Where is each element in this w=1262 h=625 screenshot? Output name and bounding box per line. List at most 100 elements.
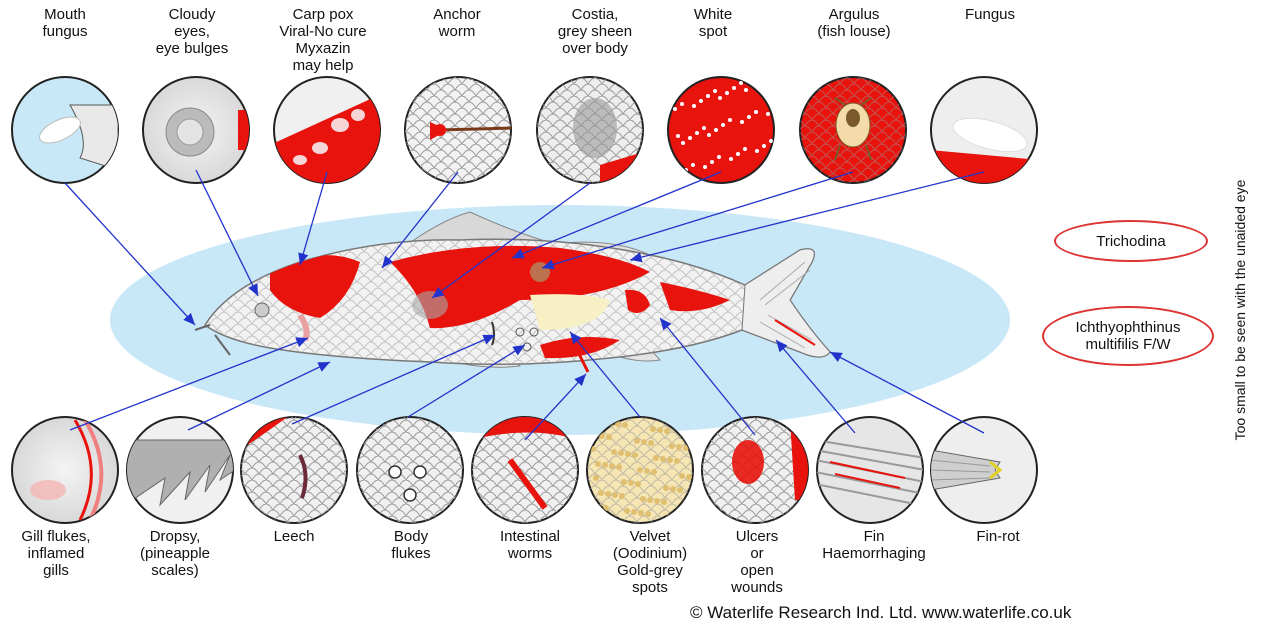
white-spot-dot xyxy=(699,99,703,103)
white-spot-dot xyxy=(718,96,722,100)
trichodina-label: Trichodina xyxy=(1054,220,1208,262)
velvet-dot xyxy=(674,458,680,464)
side-note: Too small to be seen with the unaided ey… xyxy=(1230,160,1250,460)
circle-cloudy-eyes xyxy=(143,77,258,183)
white-spot-dot xyxy=(714,128,718,132)
velvet-dot xyxy=(621,479,627,485)
circle-dropsy xyxy=(125,417,235,523)
velvet-dot xyxy=(680,516,686,522)
white-spot-dot xyxy=(747,115,751,119)
white-spot-dot xyxy=(769,139,773,143)
white-spot-dot xyxy=(729,157,733,161)
velvet-dot xyxy=(679,473,685,479)
white-spot-dot xyxy=(691,163,695,167)
white-spot-dot xyxy=(681,141,685,145)
circle-body-flukes xyxy=(355,415,465,525)
velvet-dot xyxy=(660,456,666,462)
white-spot-dot xyxy=(721,123,725,127)
velvet-dot xyxy=(595,461,601,467)
velvet-dot xyxy=(634,438,640,444)
white-spot-dot xyxy=(706,94,710,98)
white-spot-dot xyxy=(673,107,677,111)
white-spot-dot xyxy=(707,133,711,137)
circle-mouth-fungus xyxy=(12,77,118,183)
velvet-dot xyxy=(631,509,637,515)
white-spot-dot xyxy=(695,131,699,135)
velvet-dot xyxy=(653,455,659,461)
velvet-dot xyxy=(605,491,611,497)
white-spot-dot xyxy=(670,80,674,84)
velvet-dot xyxy=(628,480,634,486)
white-spot-dot xyxy=(710,160,714,164)
circle-leech xyxy=(240,415,350,525)
circle-costia xyxy=(535,75,650,190)
velvet-dot xyxy=(589,503,595,509)
circle-carp-pox xyxy=(270,77,390,190)
velvet-dot xyxy=(648,440,654,446)
velvet-dot xyxy=(669,443,675,449)
white-spot-dot xyxy=(702,126,706,130)
velvet-dot xyxy=(645,511,651,517)
circle-argulus xyxy=(800,75,910,185)
white-spot-dot xyxy=(680,102,684,106)
velvet-dot xyxy=(625,451,631,457)
velvet-dot xyxy=(635,481,641,487)
circle-anchor-worm xyxy=(400,75,520,185)
velvet-dot xyxy=(622,422,628,428)
white-spot-dot xyxy=(765,171,769,175)
white-spot-dot xyxy=(725,91,729,95)
velvet-dot xyxy=(686,474,692,480)
white-spot-dot xyxy=(713,89,717,93)
velvet-dot xyxy=(611,449,617,455)
circle-white-spot xyxy=(668,77,774,183)
white-spot-dot xyxy=(743,147,747,151)
velvet-dot xyxy=(612,492,618,498)
velvet-dot xyxy=(676,444,682,450)
velvet-dot xyxy=(644,468,650,474)
velvet-dot xyxy=(606,434,612,440)
velvet-dot xyxy=(637,467,643,473)
copyright: © Waterlife Research Ind. Ltd. www.water… xyxy=(690,603,1071,623)
white-spot-dot xyxy=(692,104,696,108)
white-spot-dot xyxy=(755,149,759,153)
velvet-dot xyxy=(650,426,656,432)
white-spot-dot xyxy=(758,176,762,180)
side-note-text: Too small to be seen with the unaided ey… xyxy=(1232,180,1248,441)
velvet-dot xyxy=(616,464,622,470)
velvet-dot xyxy=(673,515,679,521)
white-spot-dot xyxy=(703,165,707,169)
velvet-dot xyxy=(657,427,663,433)
velvet-dot xyxy=(609,463,615,469)
circle-gill-flukes xyxy=(12,417,118,523)
velvet-dot xyxy=(670,486,676,492)
velvet-dot xyxy=(667,457,673,463)
velvet-dot xyxy=(664,428,670,434)
velvet-dot xyxy=(593,475,599,481)
white-spot-dot xyxy=(762,144,766,148)
velvet-dot xyxy=(624,508,630,514)
white-spot-dot xyxy=(728,118,732,122)
velvet-dot xyxy=(647,497,653,503)
velvet-dot xyxy=(619,493,625,499)
velvet-dot xyxy=(602,462,608,468)
velvet-dot xyxy=(677,487,683,493)
velvet-dot xyxy=(651,469,657,475)
velvet-dot xyxy=(640,496,646,502)
circle-fin-haemorrhaging xyxy=(815,417,925,523)
white-spot-dot xyxy=(732,86,736,90)
white-spot-dot xyxy=(688,136,692,140)
white-spot-dot xyxy=(766,112,770,116)
velvet-dot xyxy=(641,439,647,445)
velvet-dot xyxy=(661,499,667,505)
white-spot-dot xyxy=(744,88,748,92)
velvet-dot xyxy=(598,490,604,496)
velvet-dot xyxy=(663,485,669,491)
white-spot-dot xyxy=(754,110,758,114)
white-spot-dot xyxy=(677,173,681,177)
velvet-dot xyxy=(682,502,688,508)
circle-fungus xyxy=(930,77,1040,190)
velvet-dot xyxy=(618,450,624,456)
white-spot-dot xyxy=(717,155,721,159)
velvet-dot xyxy=(632,452,638,458)
circle-ulcers xyxy=(700,415,810,525)
